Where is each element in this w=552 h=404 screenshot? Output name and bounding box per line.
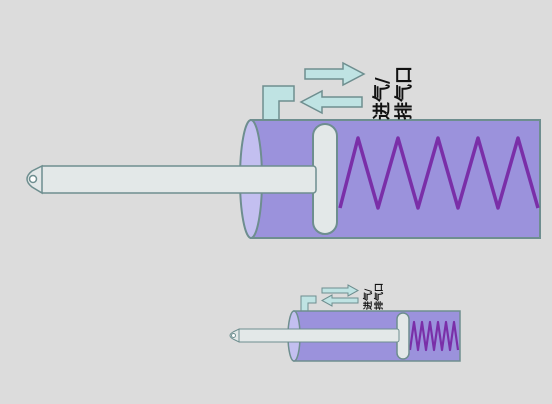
- piston-rod: [39, 165, 317, 194]
- air-port-fitting-small: [300, 295, 317, 312]
- port-label-line1-small: 进气/: [362, 288, 374, 310]
- air-port-fitting: [262, 85, 295, 121]
- outflow-arrow: [299, 89, 363, 115]
- piston-rod-small: [237, 328, 400, 343]
- port-label-line1: 进气/: [371, 77, 393, 120]
- port-label-line2: 排气口: [393, 66, 415, 120]
- port-label-line2-small: 排气口: [373, 283, 385, 310]
- return-spring: [338, 136, 540, 210]
- inflow-arrow-small: [321, 284, 360, 297]
- rod-eye-hole-small: [231, 333, 236, 338]
- large-cylinder-diagram: 进气/ 排气口: [26, 61, 541, 239]
- small-cylinder-diagram: 进气/ 排气口: [229, 283, 461, 362]
- return-spring-small: [408, 320, 460, 352]
- inflow-arrow: [304, 61, 366, 87]
- outflow-arrow-small: [320, 294, 359, 307]
- rod-eye-hole: [28, 174, 38, 184]
